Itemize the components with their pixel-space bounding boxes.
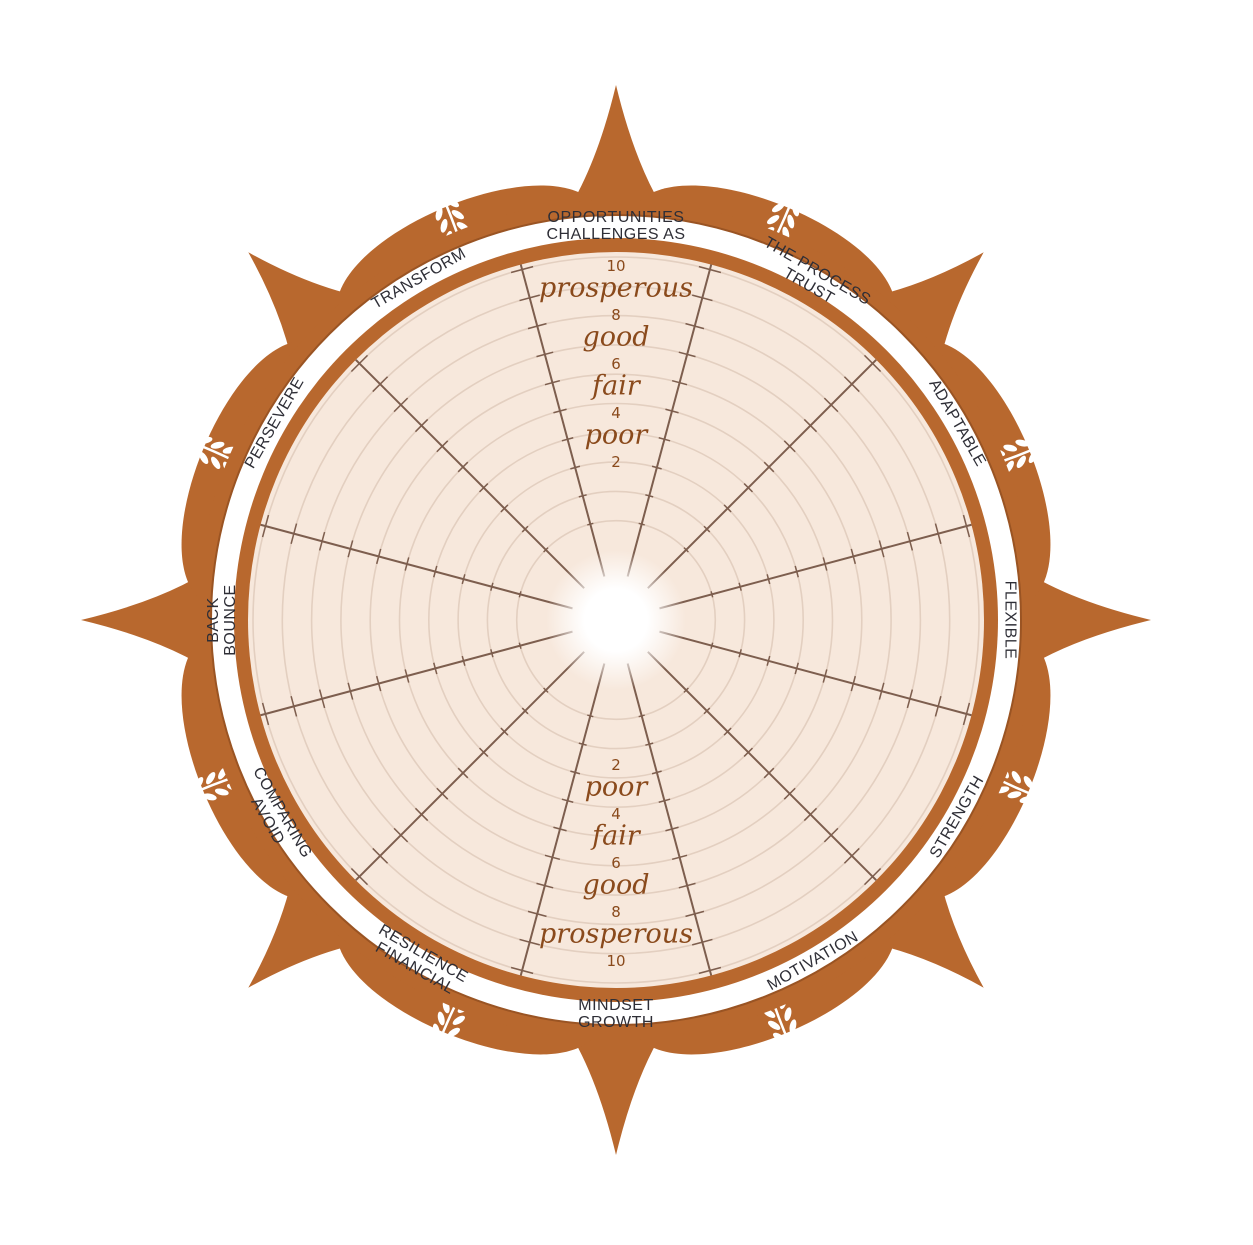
svg-text:fair: fair	[590, 821, 642, 852]
svg-text:poor: poor	[585, 420, 650, 451]
svg-text:poor: poor	[585, 772, 650, 803]
svg-text:MINDSET: MINDSET	[578, 997, 654, 1014]
svg-text:OPPORTUNITIES: OPPORTUNITIES	[548, 209, 685, 226]
svg-text:good: good	[582, 322, 649, 353]
svg-text:BOUNCE: BOUNCE	[222, 584, 239, 655]
svg-text:prosperous: prosperous	[539, 273, 693, 304]
svg-text:good: good	[582, 870, 649, 901]
svg-text:BACK: BACK	[205, 597, 222, 643]
svg-text:2: 2	[611, 453, 621, 471]
svg-text:CHALLENGES AS: CHALLENGES AS	[547, 226, 686, 243]
svg-text:10: 10	[606, 952, 625, 970]
svg-text:prosperous: prosperous	[539, 919, 693, 950]
svg-text:GROWTH: GROWTH	[578, 1014, 654, 1031]
category-label: FLEXIBLE	[1002, 581, 1019, 660]
svg-text:fair: fair	[590, 371, 642, 402]
svg-text:FLEXIBLE: FLEXIBLE	[1002, 581, 1019, 660]
